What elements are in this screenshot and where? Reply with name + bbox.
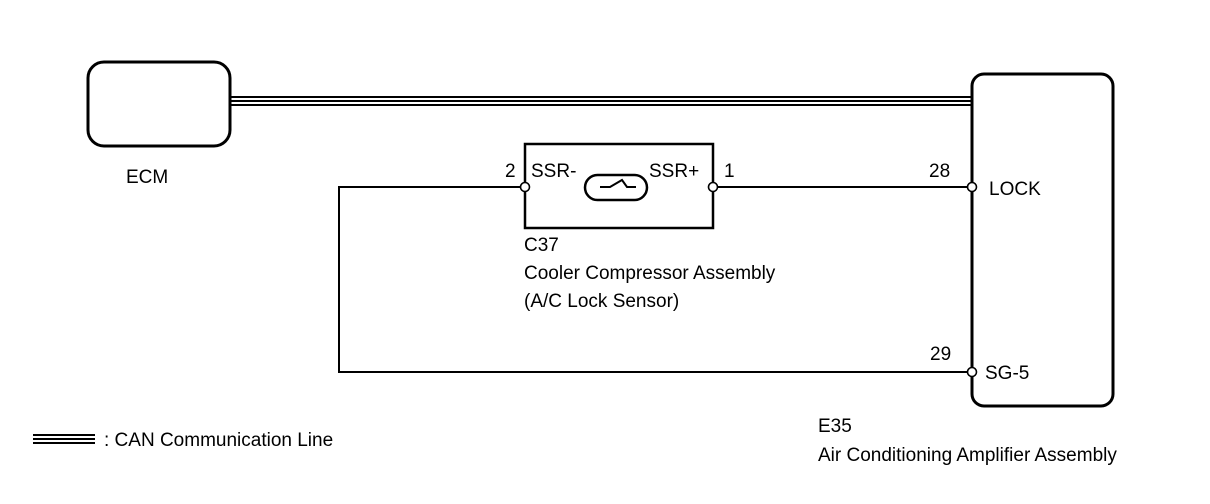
amplifier-name: Air Conditioning Amplifier Assembly: [818, 445, 1117, 466]
ecm-box: [86, 60, 232, 148]
sensor-pin-2-number: 2: [505, 161, 516, 182]
amplifier-code: E35: [818, 416, 852, 437]
sensor-code: C37: [524, 235, 559, 256]
sensor-switch-symbol: [600, 178, 636, 188]
legend-can-line-label: : CAN Communication Line: [104, 430, 333, 451]
wire-sensor-to-sg5: [338, 186, 968, 373]
amplifier-pin-29-number: 29: [930, 344, 951, 365]
amplifier-pin-28-connector: [966, 181, 978, 193]
sensor-subtitle: (A/C Lock Sensor): [524, 291, 679, 312]
sensor-name: Cooler Compressor Assembly: [524, 263, 776, 284]
amplifier-terminal-lock: LOCK: [989, 179, 1041, 200]
sensor-terminal-ssr-minus: SSR-: [531, 161, 576, 182]
sensor-terminal-ssr-plus: SSR+: [649, 161, 699, 182]
legend-can-line-swatch: [33, 434, 95, 444]
amplifier-box: [970, 72, 1115, 408]
amplifier-pin-29-connector: [966, 366, 978, 378]
sensor-element: [583, 173, 649, 202]
can-communication-line: [230, 96, 972, 106]
sensor-pin-1-number: 1: [724, 161, 735, 182]
ecm-label: ECM: [126, 167, 168, 188]
sensor-pin-2-connector: [519, 181, 531, 193]
amplifier-terminal-sg5: SG-5: [985, 363, 1029, 384]
sensor-pin-1-connector: [707, 181, 719, 193]
amplifier-pin-28-number: 28: [929, 161, 950, 182]
